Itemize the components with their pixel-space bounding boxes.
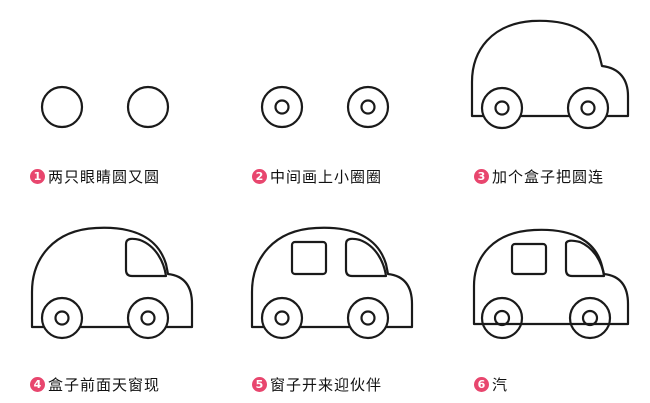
rear-window [510, 242, 548, 276]
rear-hubcap [493, 309, 511, 327]
front-tire [568, 296, 612, 340]
rear-tire [480, 296, 524, 340]
step-number-badge: 6 [474, 377, 489, 392]
step-3-caption: 3 加个盒子把圆连 [474, 166, 604, 187]
front-wheel-inner [580, 100, 596, 116]
step-1-caption: 1 两只眼睛圆又圆 [30, 166, 160, 187]
right-wheel-outer [346, 85, 390, 129]
right-eye-circle [126, 85, 170, 129]
step-text: 加个盒子把圆连 [492, 168, 605, 186]
front-wheel-inner [360, 310, 376, 326]
front-wheel-inner [140, 310, 156, 326]
front-window [564, 239, 606, 278]
step-1-drawing [40, 85, 170, 129]
step-number-badge: 2 [252, 169, 267, 184]
rear-wheel-inner [494, 100, 510, 116]
step-5-drawing [250, 226, 414, 340]
rear-window [290, 240, 328, 276]
car-body-colored [472, 228, 630, 326]
left-wheel-outer [260, 85, 304, 129]
step-number-badge: 1 [30, 169, 45, 184]
step-text: 窗子开来迎伙伴 [270, 376, 383, 394]
rear-wheel-outer [260, 296, 304, 340]
rear-wheel-outer [40, 296, 84, 340]
rear-wheel-inner [54, 310, 70, 326]
step-text: 两只眼睛圆又圆 [48, 168, 161, 186]
left-eye-circle [40, 85, 84, 129]
step-2-drawing [260, 85, 390, 129]
right-wheel-inner [360, 99, 376, 115]
step-text: 盒子前面天窗现 [48, 376, 161, 394]
front-wheel-outer [126, 296, 170, 340]
step-3-drawing [470, 19, 630, 130]
rear-wheel-inner [274, 310, 290, 326]
front-wheel-outer [346, 296, 390, 340]
front-window [124, 237, 168, 278]
step-6-caption: 6 汽 [474, 374, 508, 395]
step-number-badge: 3 [474, 169, 489, 184]
rear-wheel-outer [480, 86, 524, 130]
step-6-drawing [472, 228, 630, 340]
step-text: 汽 [492, 376, 509, 394]
front-wheel-outer [566, 86, 610, 130]
front-hubcap [581, 309, 599, 327]
step-4-caption: 4 盒子前面天窗现 [30, 374, 160, 395]
step-4-drawing [30, 226, 194, 340]
step-number-badge: 4 [30, 377, 45, 392]
step-2-caption: 2 中间画上小圈圈 [252, 166, 382, 187]
step-number-badge: 5 [252, 377, 267, 392]
left-wheel-inner [274, 99, 290, 115]
step-text: 中间画上小圈圈 [270, 168, 383, 186]
front-window [344, 237, 388, 278]
step-5-caption: 5 窗子开来迎伙伴 [252, 374, 382, 395]
